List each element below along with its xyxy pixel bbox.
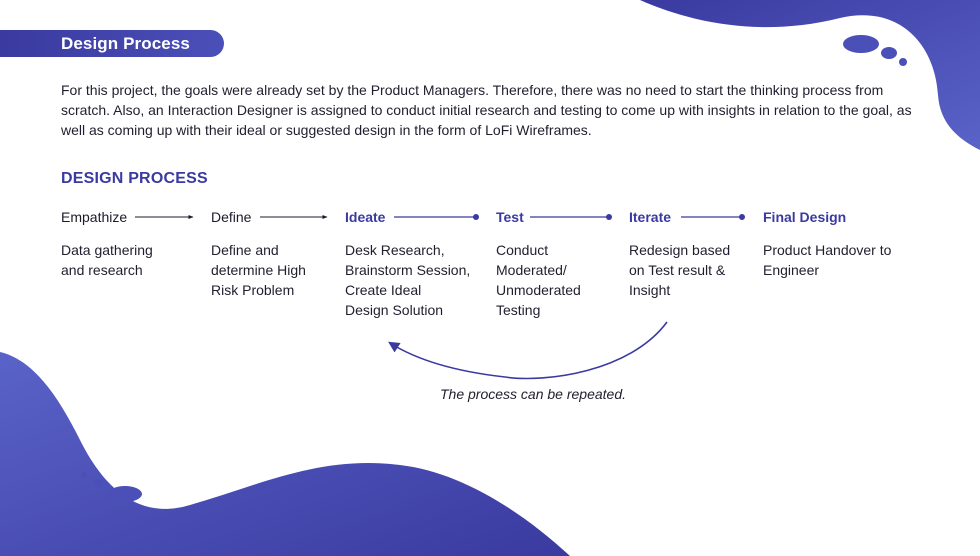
step-iterate-title: Iterate [629, 209, 672, 225]
connector-dot [739, 214, 745, 220]
bottom-left-bubble-large [108, 486, 142, 502]
top-right-bubble-medium [881, 47, 897, 59]
description-line: Engineer [763, 262, 820, 278]
step-ideate-description: Desk Research, Brainstorm Session, Creat… [345, 240, 470, 320]
description-line: Define and [211, 242, 279, 258]
step-final-design-title: Final Design [763, 209, 847, 225]
step-test-title: Test [496, 209, 524, 225]
description-line: on Test result & [629, 262, 726, 278]
step-test-description: Conduct Moderated/ Unmoderated Testing [496, 240, 581, 320]
description-line: Risk Problem [211, 282, 295, 298]
description-line: Brainstorm Session, [345, 262, 471, 278]
description-line: Moderated/ [496, 262, 567, 278]
description-line: Insight [629, 282, 671, 298]
description-line: Product Handover to [763, 242, 892, 258]
description-line: and research [61, 262, 143, 278]
top-right-bubble-small [899, 58, 907, 66]
loop-caption: The process can be repeated. [440, 386, 627, 402]
bottom-left-bubble-small [94, 479, 102, 487]
process-heading: DESIGN PROCESS [61, 170, 208, 187]
section-title-pill [0, 30, 224, 57]
description-line: Conduct [496, 242, 549, 258]
top-right-blob [640, 0, 980, 150]
step-define-description: Define and determine High Risk Problem [211, 240, 306, 300]
top-right-bubble-large [843, 35, 879, 53]
connector-dot [473, 214, 479, 220]
bottom-left-blob [0, 352, 570, 556]
section-title: Design Process [61, 34, 190, 53]
description-line: Desk Research, [345, 242, 445, 258]
step-ideate-title: Ideate [345, 209, 386, 225]
description-line: Redesign based [629, 242, 731, 258]
description-line: Create Ideal [345, 282, 422, 298]
description-line: determine High [211, 262, 306, 278]
description-line: Testing [496, 302, 541, 318]
description-line: Unmoderated [496, 282, 581, 298]
step-define-title: Define [211, 209, 252, 225]
step-empathize-description: Data gathering and research [61, 240, 153, 280]
step-iterate-description: Redesign based on Test result & Insight [629, 240, 730, 300]
connector-dot [606, 214, 612, 220]
step-final-design-description: Product Handover to Engineer [763, 240, 891, 280]
description-line: Data gathering [61, 242, 153, 258]
loop-back-arrow [388, 321, 668, 380]
bottom-left-bubble-tiny [81, 472, 87, 478]
step-empathize-title: Empathize [61, 209, 128, 225]
description-line: Design Solution [345, 302, 444, 318]
intro-paragraph: For this project, the goals were already… [61, 82, 912, 138]
